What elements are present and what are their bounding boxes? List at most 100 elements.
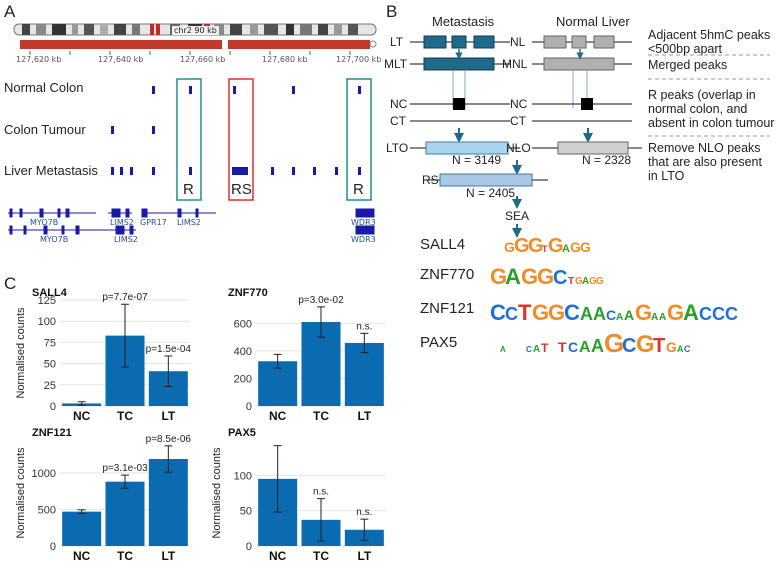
gene-label-lims2b: LIMS2 <box>177 218 201 227</box>
motif-logos: G G G T G A G G G A G G C T G A G G C C … <box>490 235 738 358</box>
p-value-label: p=3.1e-03 <box>102 463 148 474</box>
gene-label-wdr3-2: WDR3 <box>351 235 376 244</box>
chart-title-znf770: ZNF770 <box>228 287 268 299</box>
svg-text:G: G <box>635 300 652 325</box>
x-tick-label: LT <box>161 409 175 423</box>
svg-text:C: C <box>553 267 567 289</box>
region-box-r1 <box>176 78 202 201</box>
svg-text:G: G <box>504 239 515 255</box>
y-tick-label: 25 <box>44 380 56 392</box>
gene-track-row1 <box>8 208 375 218</box>
region-bar-left <box>20 40 222 49</box>
svg-text:A: A <box>683 300 699 325</box>
svg-text:C: C <box>564 300 580 325</box>
row-label-lt: LT <box>390 35 404 49</box>
scale-tick-label-2: 127,640 kb <box>98 55 144 64</box>
panel-b-label: B <box>386 2 398 21</box>
col-title-normal-liver: Normal Liver <box>556 14 630 29</box>
svg-text:G: G <box>596 276 604 287</box>
x-tick-label: LT <box>161 549 175 562</box>
row-label-lto: LTO <box>386 141 409 155</box>
x-tick-label: NC <box>73 549 91 562</box>
svg-text:A: A <box>580 304 593 324</box>
svg-text:A: A <box>659 312 666 323</box>
svg-text:A: A <box>500 345 506 354</box>
x-tick-label: TC <box>117 549 133 562</box>
ideogram-label: chr2 90 kb <box>172 26 219 35</box>
svg-text:A: A <box>616 312 623 323</box>
motif-logo-znf121: C C T G G C A A C A A G A A G A C C C <box>490 300 738 325</box>
y-axis-label-sall4: Normalised counts <box>15 307 27 399</box>
svg-text:G: G <box>528 235 544 257</box>
gene-label-myo7b-2: MYO7B <box>40 235 69 244</box>
x-tick-label: NC <box>73 409 91 423</box>
svg-text:T: T <box>542 244 548 254</box>
box-label-r2: R <box>353 181 364 198</box>
svg-text:A: A <box>582 276 589 287</box>
svg-text:G: G <box>548 300 565 325</box>
peaks-colon-tumour <box>111 126 155 134</box>
motif-logo-pax5: A C A T T C A A G C G T G A C <box>500 328 691 358</box>
svg-text:C: C <box>622 335 636 357</box>
x-tick-label: TC <box>313 549 329 562</box>
svg-text:A: A <box>624 307 634 323</box>
svg-text:G: G <box>575 276 583 287</box>
y-tick-label: 0 <box>246 541 252 553</box>
svg-text:C: C <box>505 304 518 324</box>
track-label-colon-tumour: Colon Tumour <box>4 122 86 137</box>
p-value-label: p=3.0e-02 <box>298 295 344 306</box>
box-label-rs: RS <box>231 181 252 198</box>
y-tick-label: 400 <box>234 346 252 358</box>
track-label-liver-metastasis: Liver Metastasis <box>4 163 98 178</box>
y-tick-label: 500 <box>38 504 56 516</box>
bar-znf770-lt <box>344 342 384 406</box>
svg-text:C: C <box>712 304 725 324</box>
svg-text:A: A <box>591 336 604 356</box>
svg-text:A: A <box>579 339 591 356</box>
x-tick-label: TC <box>117 409 133 423</box>
y-tick-label: 200 <box>234 373 252 385</box>
scale-tick-label-4: 127,680 kb <box>262 55 308 64</box>
svg-text:C: C <box>568 339 578 355</box>
svg-text:A: A <box>505 264 521 289</box>
bar-znf770-nc <box>258 361 298 406</box>
y-tick-label: 50 <box>44 359 56 371</box>
motif-name-znf121: ZNF121 <box>420 300 475 317</box>
p-value-label: p=8.5e-06 <box>146 434 192 445</box>
bar-znf121-nc <box>62 511 102 546</box>
col-title-metastasis: Metastasis <box>432 14 495 29</box>
scale-tick-label-3: 127,660 kb <box>180 55 226 64</box>
gene-label-lims2: LIMS2 <box>110 218 134 227</box>
bar-znf121-lt <box>148 459 188 546</box>
y-tick-label: 1000 <box>32 468 56 480</box>
p-value-label: p=1.5e-04 <box>146 344 192 355</box>
y-tick-label: 75 <box>44 337 56 349</box>
region-bar-right <box>228 40 370 49</box>
svg-text:G: G <box>537 264 554 289</box>
svg-text:G: G <box>570 239 581 255</box>
svg-text:C: C <box>725 304 738 324</box>
p-value-label: p=7.7e-07 <box>102 292 148 303</box>
svg-text:T: T <box>541 341 549 355</box>
row-label-mlt: MLT <box>384 57 408 71</box>
peak-workflow-diagram <box>410 35 770 238</box>
bar-znf121-tc <box>105 481 145 546</box>
y-tick-label: 100 <box>38 316 56 328</box>
sea-label: SEA <box>505 209 530 223</box>
panel-a-label: A <box>4 2 16 21</box>
svg-text:A: A <box>593 304 606 324</box>
gene-label-gpr17: GPR17 <box>140 218 167 227</box>
motif-name-pax5: PAX5 <box>420 334 458 351</box>
n-nlo: N = 2328 <box>582 153 632 167</box>
panel-c-label: C <box>4 274 17 293</box>
gene-label-myo7b: MYO7B <box>30 218 59 227</box>
row-label-ct-right: CT <box>510 114 526 128</box>
svg-text:T: T <box>653 335 665 357</box>
svg-text:G: G <box>532 300 549 325</box>
y-tick-label: 0 <box>50 401 56 413</box>
row-label-nc-left: NC <box>390 97 408 111</box>
peaks-liver-metastasis <box>111 167 361 175</box>
desc-adjacent-peaks: Adjacent 5hmC peaks<500bp apart <box>648 28 771 56</box>
